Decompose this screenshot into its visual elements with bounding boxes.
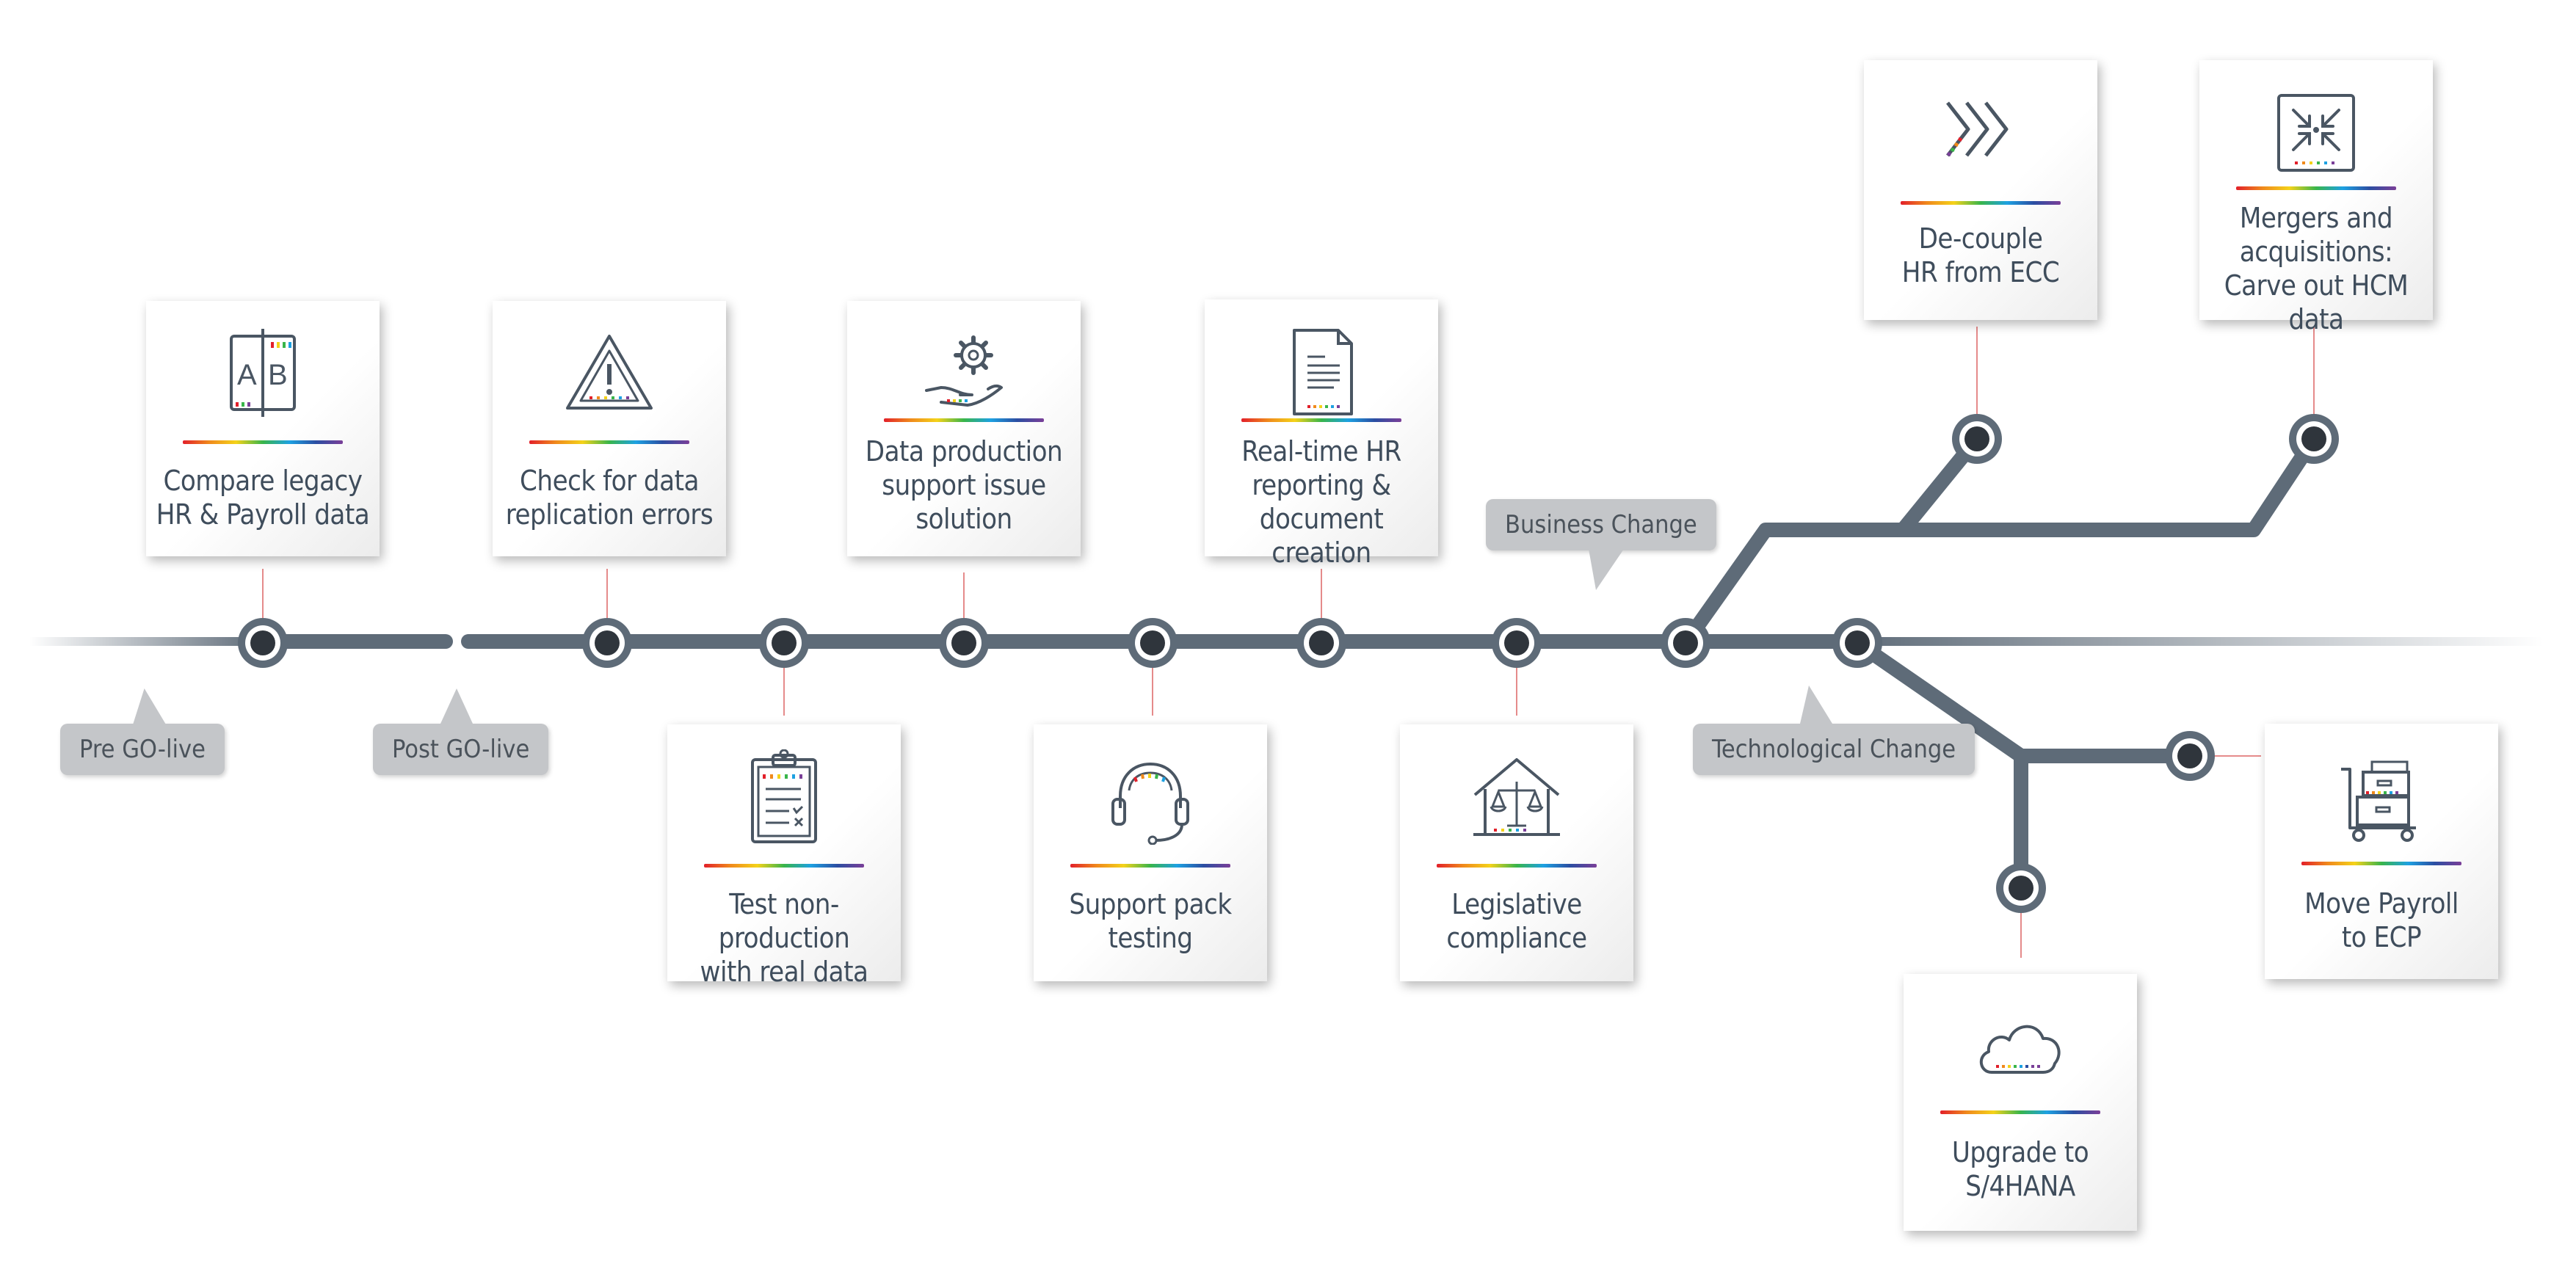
- node-reporting: [1296, 618, 1346, 668]
- card-production-support: Data production support issue solution: [847, 301, 1081, 556]
- callout-pre-go-live: Pre GO-live: [60, 688, 225, 775]
- card-compare: A B Compare legacy HR & Payroll data: [146, 301, 380, 556]
- document-icon: [1293, 329, 1353, 415]
- track-pre-segment: [261, 634, 453, 649]
- step-label: Mergers and acquisitions: Carve out HCM …: [2224, 202, 2409, 335]
- step-label: Check for data replication errors: [505, 465, 714, 531]
- node-production-support: [939, 618, 989, 668]
- card-check: Check for data replication errors: [493, 301, 726, 556]
- business-branch: [1678, 432, 2321, 650]
- callout-text: Business Change: [1505, 510, 1697, 539]
- ab-compare-icon: A B: [230, 329, 296, 417]
- callout-post-go-live: Post GO-live: [373, 688, 549, 775]
- node-tech-junction: [1832, 618, 1882, 668]
- callout-text: Technological Change: [1712, 735, 1956, 764]
- node-upgrade: [1996, 863, 2046, 913]
- svg-text:B: B: [268, 359, 288, 391]
- chevrons-icon: [1946, 101, 2009, 157]
- callout-business-change: Business Change: [1486, 499, 1716, 590]
- node-check: [582, 618, 632, 668]
- step-label: Data production support issue solution: [865, 435, 1063, 535]
- node-legislative: [1492, 618, 1542, 668]
- clipboard-checklist-icon: [751, 749, 817, 843]
- card-test: Test non-production with real data: [667, 724, 901, 988]
- connectors: [262, 327, 2315, 958]
- card-reporting: Real-time HR reporting & document creati…: [1205, 299, 1438, 569]
- node-decouple: [1952, 414, 2002, 464]
- card-payroll: Move Payroll to ECP: [2265, 724, 2498, 979]
- callout-technological-change: Technological Change: [1693, 686, 1975, 775]
- step-label: Move Payroll to ECP: [2304, 887, 2459, 953]
- law-scales-icon: [1473, 758, 1560, 836]
- card-mergers: Mergers and acquisitions: Carve out HCM …: [2199, 60, 2433, 335]
- svg-text:A: A: [237, 359, 257, 391]
- step-label: De-couple HR from ECC: [1901, 222, 2060, 288]
- card-decouple: De-couple HR from ECC: [1864, 60, 2097, 320]
- node-support-pack: [1128, 618, 1178, 668]
- step-label: Support pack testing: [1069, 888, 1232, 954]
- track-post-fade: [1846, 637, 2544, 646]
- node-payroll: [2165, 731, 2215, 781]
- card-support-pack: Support pack testing: [1034, 724, 1267, 981]
- node-business-junction: [1661, 618, 1710, 668]
- track-pre-fade: [29, 637, 264, 646]
- cloud-icon: [1980, 1025, 2061, 1074]
- step-label: Upgrade to S/4HANA: [1951, 1136, 2089, 1202]
- callout-text: Pre GO-live: [79, 735, 206, 764]
- gear-hand-icon: [925, 335, 1003, 407]
- node-mergers: [2289, 414, 2339, 464]
- node-test: [759, 618, 809, 668]
- callout-text: Post GO-live: [392, 735, 530, 764]
- warning-triangle-icon: [566, 335, 653, 410]
- cart-boxes-icon: [2341, 760, 2416, 842]
- node-compare: [238, 618, 288, 668]
- card-upgrade: Upgrade to S/4HANA: [1904, 974, 2137, 1231]
- headset-icon: [1111, 762, 1189, 845]
- step-label: Legislative compliance: [1446, 888, 1587, 954]
- step-label: Test non-production with real data: [700, 888, 868, 988]
- card-legislative: Legislative compliance: [1400, 724, 1633, 981]
- step-label: Real-time HR reporting & document creati…: [1241, 435, 1401, 569]
- step-label: Compare legacy HR & Payroll data: [156, 465, 370, 531]
- arrows-converge-icon: [2277, 94, 2355, 172]
